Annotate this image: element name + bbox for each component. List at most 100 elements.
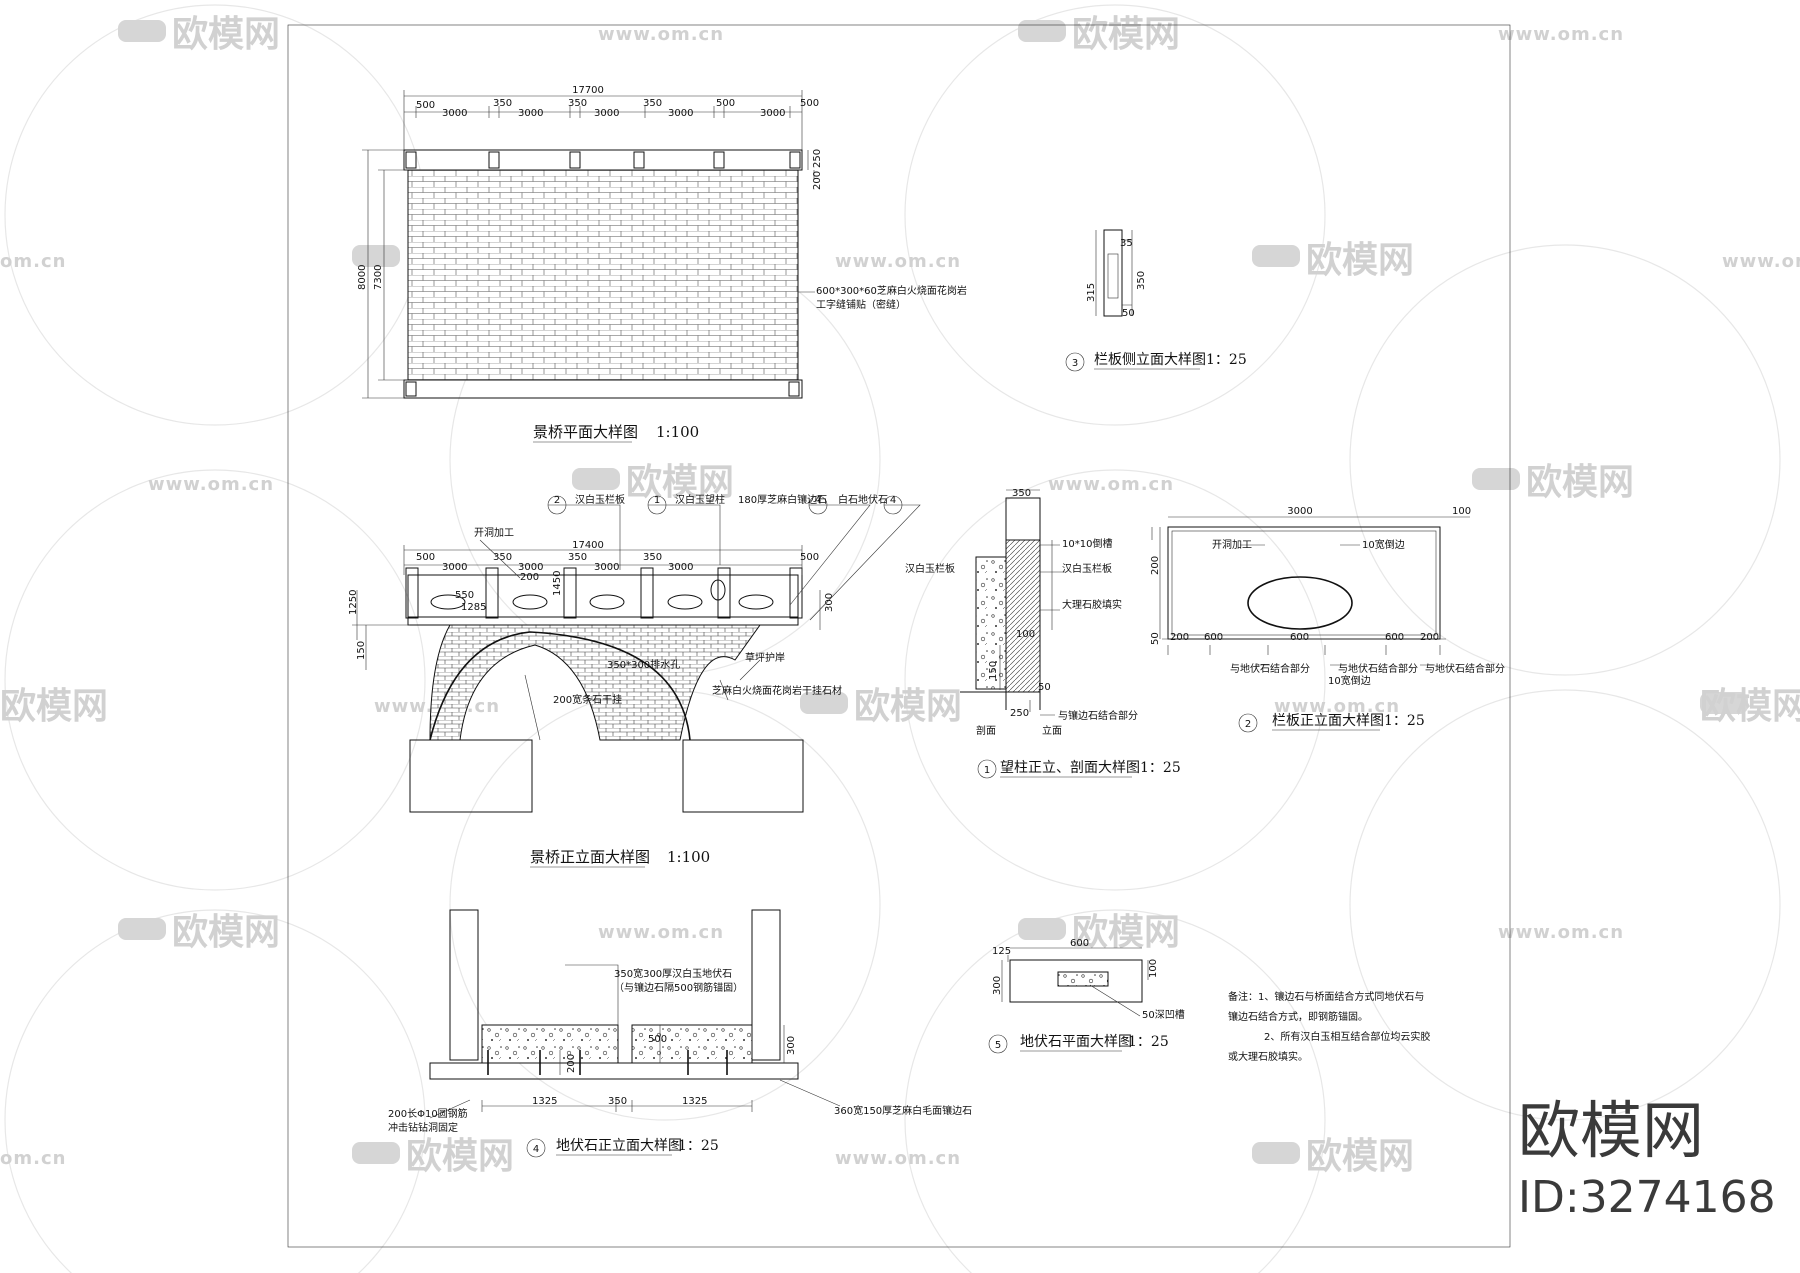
plan-posts [405,151,801,397]
panel-side-slot [1107,253,1119,299]
plan-dim: 3000 [594,108,619,119]
watermark-brand: 欧模网 [406,1136,514,1177]
elevation-openings [430,579,774,610]
brand-name: 欧模网 [1518,1094,1704,1167]
bridge-plan-view: 17700 500 3000 350 3000 350 3000 350 300… [357,85,967,443]
elevation-dim: 3000 [668,562,693,573]
sheet-border [287,24,1511,1248]
pillar-detail: 350 150 250 50 100 10*10倒槽 汉白玉栏板 汉白玉栏板 大… [905,488,1181,779]
watermark-url: www.om.cn [835,251,961,272]
note-line: 备注：1、镶边石与桥面结合方式同地伏石与 [1228,990,1424,1003]
curb-plan-dim: 125 [992,946,1011,957]
elevation-dim: 3000 [594,562,619,573]
panel-side-dim: 35 [1120,238,1133,249]
panel-front-dim: 100 [1452,506,1471,517]
elevation-dim-small: 1450 [552,571,563,596]
elevation-dim-small: 200 [520,572,539,583]
curb-plan-body [1009,959,1143,1003]
watermark-url: www.om.cn [1722,251,1800,272]
plan-dim: 3000 [668,108,693,119]
pillar-label: 汉白玉栏板 [905,562,955,575]
watermark-brand: 欧模网 [1306,240,1414,281]
plan-dim-left: 8000 [357,265,368,290]
plan-dim-lines [362,90,815,399]
curb-plan-dims [1001,947,1149,1017]
panel-front-dim: 600 [1385,632,1404,643]
elevation-dim-small: 550 [455,590,474,601]
curb-front-detail: 1325 350 1325 300 200 500 350宽300厚汉白玉地伏石… [388,909,972,1158]
elevation-label: 开洞加工 [474,527,514,539]
plan-dim: 3000 [518,108,543,119]
watermark-circles [4,4,1781,1273]
curb-label: （与镶边石隔500钢筋锚固） [614,981,743,994]
watermark-url: www.om.cn [148,474,274,495]
panel-front-title: 栏板正立面大样图 [1272,713,1384,729]
panel-front-label: 10宽倒边 [1328,674,1371,687]
elevation-dim-lines [352,545,821,670]
pillar-dim-lines [999,489,1065,716]
panel-front-label: 10宽倒边 [1362,538,1405,551]
elevation-dim: 350 [493,552,512,563]
elevation-arch-bolt [524,674,541,741]
panel-front-detail: 3000 100 200 50 200 600 600 600 200 开洞加工… [1150,506,1505,733]
watermark-url: www.om.cn [598,922,724,943]
plan-dim-left: 7300 [373,265,384,290]
pillar-label: 大理石胶填实 [1062,598,1122,611]
plan-dim-right: 200 [812,171,823,190]
watermark-url: www.om.cn [1274,696,1400,717]
plan-dim: 500 [416,100,435,111]
panel-front-bevel [1171,530,1437,636]
curb-dim: 500 [648,1034,667,1045]
elevation-label: 芝麻白火烧面花岗岩干挂石材 [712,684,842,697]
elevation-arch-masonry [429,624,761,741]
curb-plan-ref-bubble [988,1034,1008,1054]
curb-label: 冲击钻钻洞固定 [388,1121,458,1134]
plan-dim-right: 250 [812,149,823,168]
curb-plan-ref: 5 [995,1040,1001,1051]
curb-rebars [487,1050,728,1075]
curb-title: 地伏石正立面大样图 [556,1138,682,1154]
plan-dim: 500 [800,98,819,109]
plan-dim: 3000 [760,108,785,119]
elevation-leaders [479,504,921,701]
plan-top-rail [403,149,803,171]
brand-corner: 欧模网 ID:3274168 [1518,1094,1776,1223]
curb-plan-dim: 600 [1070,938,1089,949]
elevation-dim: 3000 [518,562,543,573]
panel-side-dim: 315 [1086,283,1097,302]
curb-dim: 1325 [682,1096,707,1107]
bridge-elevation-view: 17400 500 3000 350 3000 350 3000 350 300… [348,493,921,868]
plan-dim: 350 [643,98,662,109]
watermark-layer: 欧模网 欧模网 欧模网 欧模网 欧模网 欧模网 欧模网 欧模网 欧模网 欧模网 … [0,4,1800,1273]
plan-dim-total: 17700 [572,85,604,96]
panel-side-dim: 50 [1122,308,1135,319]
watermark-brand: 欧模网 [172,14,280,55]
curb-plan-title: 地伏石平面大样图 [1020,1034,1132,1050]
watermark-brand: 欧模网 [172,912,280,953]
pillar-label: 汉白玉栏板 [1062,562,1112,575]
elevation-dim: 350 [643,552,662,563]
watermark-url: om.cn [0,1148,66,1169]
pillar-dim: 100 [1016,629,1035,640]
watermark-brand: 欧模网 [1072,912,1180,953]
curb-dim: 1325 [532,1096,557,1107]
watermark-url: www.om.cn [835,1148,961,1169]
panel-front-base-dims [1162,638,1446,655]
elevation-arch-curve [429,631,691,741]
svg-text:4: 4 [815,495,821,506]
curb-left-post [449,909,479,1061]
elevation-deck [407,616,799,626]
curb-label: 350宽300厚汉白玉地伏石 [614,967,732,980]
note-line: 2、所有汉白玉相互结合部位均云实胶 [1264,1030,1430,1043]
curb-label: 360宽150厚芝麻白毛面镶边石 [834,1104,972,1117]
curb-dim: 350 [608,1096,627,1107]
panel-front-leaders [1240,544,1435,666]
panel-side-ref: 3 [1072,358,1078,369]
panel-front-dim: 600 [1290,632,1309,643]
pillar-dim: 150 [988,661,999,680]
plan-scale: 1:100 [656,423,699,441]
brand-id: ID:3274168 [1518,1172,1776,1223]
pillar-label: 与镶边石结合部分 [1058,709,1138,722]
panel-front-label: 与地伏石结合部分 [1230,662,1310,675]
